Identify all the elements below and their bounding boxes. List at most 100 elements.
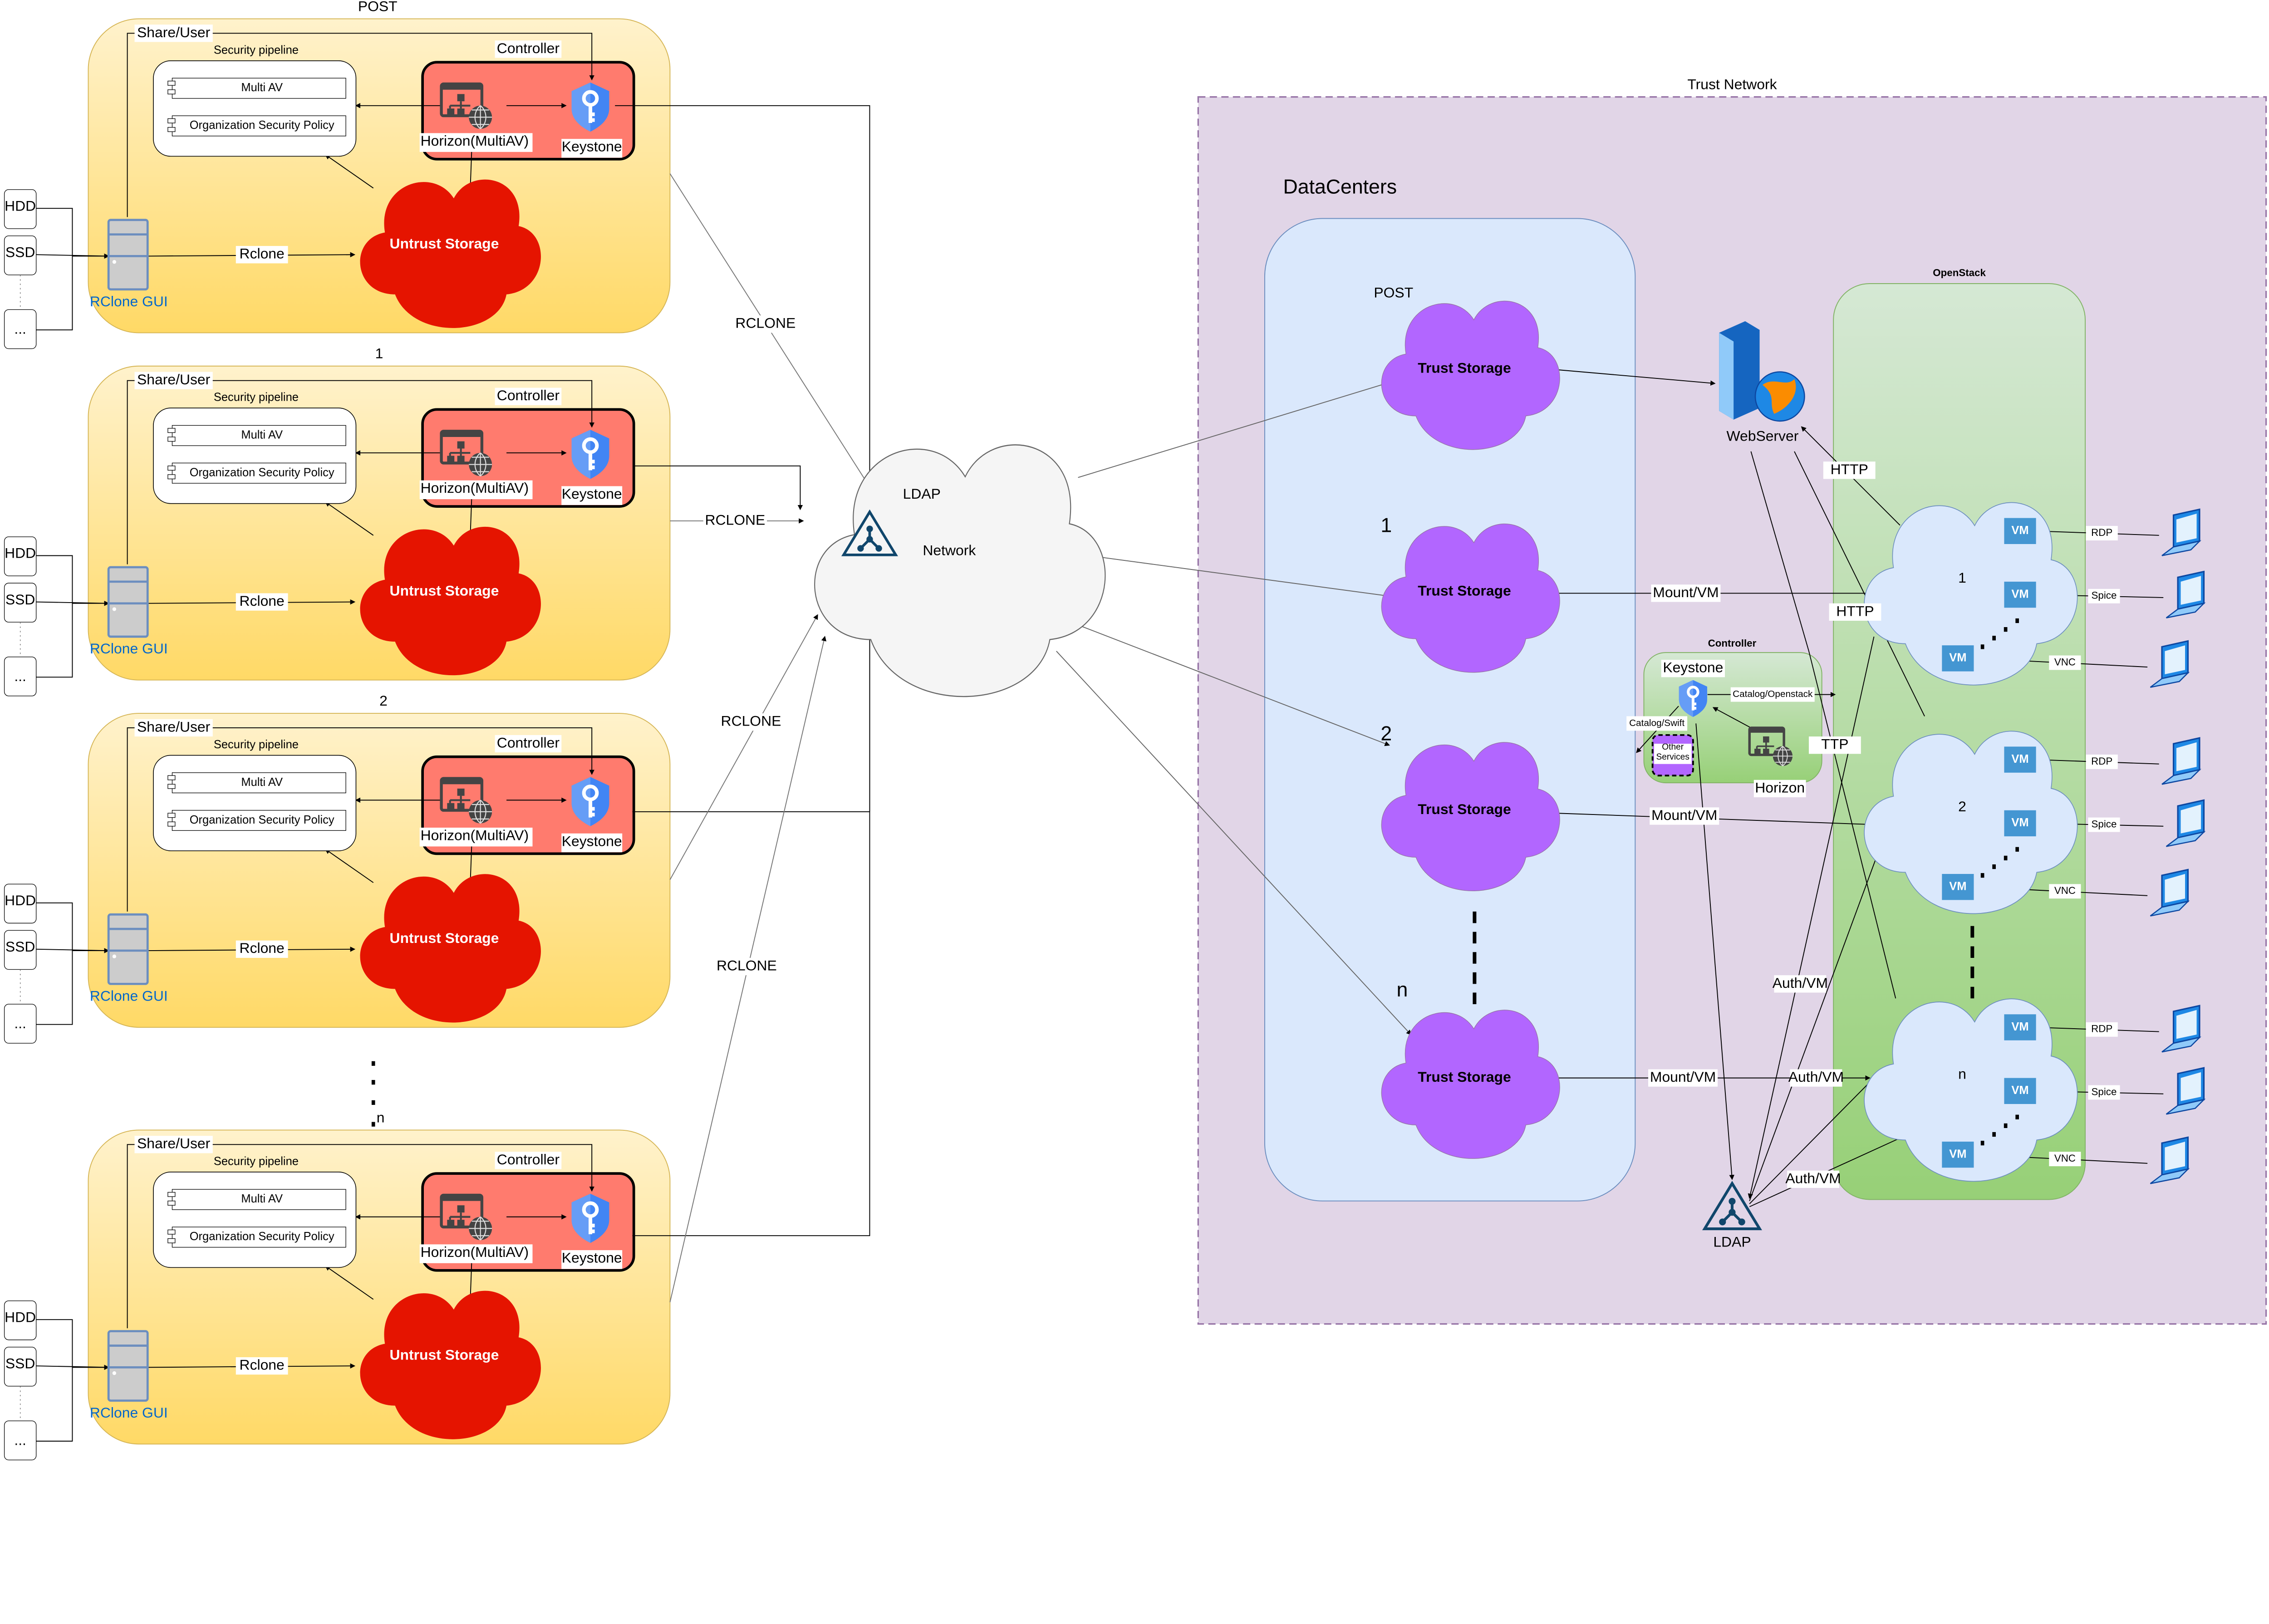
- label-bg: [2088, 1085, 2120, 1100]
- window-bar: [441, 83, 482, 90]
- disk-hdd[interactable]: [4, 1300, 37, 1340]
- keystone-icon: [571, 82, 609, 132]
- vm-box[interactable]: [2004, 518, 2036, 544]
- trust-storage-title: POST: [1374, 285, 1413, 301]
- storage-to-pipeline-edge: [324, 849, 374, 883]
- rclone-gui-server-icon[interactable]: [107, 219, 149, 291]
- vm-cloud: [1864, 731, 2078, 914]
- more-edge: [36, 603, 73, 678]
- vm-box[interactable]: [1942, 1141, 1974, 1168]
- label-bg: [1651, 584, 1721, 602]
- client-laptop-icon[interactable]: [2166, 570, 2206, 618]
- rclone-gui-server-icon[interactable]: [107, 913, 149, 985]
- org-policy-component: [172, 462, 346, 484]
- untrust-storage-label: Untrust Storage: [390, 1346, 499, 1363]
- label-bg: [419, 133, 533, 152]
- client-laptop-icon[interactable]: [2150, 640, 2190, 688]
- client-laptop-icon[interactable]: [2161, 1005, 2201, 1053]
- vm-box[interactable]: [2004, 1078, 2036, 1104]
- rclone-gui-server-icon[interactable]: [107, 1330, 149, 1402]
- label-bg: [733, 315, 798, 333]
- protocol-label: VNC: [2054, 1153, 2076, 1164]
- key-shaft: [589, 451, 595, 471]
- storage-to-pipeline-edge: [324, 1266, 374, 1300]
- multi-av-component-label: Multi AV: [241, 81, 283, 94]
- label-bg: [1661, 660, 1725, 677]
- trust-storage-label: Trust Storage: [1418, 583, 1511, 599]
- disk-more[interactable]: [4, 657, 37, 697]
- ssd-edge: [36, 948, 109, 951]
- rclone-gui-label: RClone GUI: [90, 987, 168, 1004]
- label-bg: [495, 735, 562, 753]
- client-laptop-icon[interactable]: [2166, 1067, 2206, 1115]
- edge-label-auth3: Auth/VM: [1785, 1170, 1841, 1186]
- cluster-title: POST: [358, 0, 398, 14]
- vm-box[interactable]: [2004, 1014, 2036, 1040]
- untrust-storage-cloud: [360, 1290, 541, 1439]
- screen-glass: [2181, 1072, 2201, 1101]
- client-laptop-icon[interactable]: [2150, 868, 2190, 917]
- disk-hdd[interactable]: [4, 536, 37, 576]
- vm-box[interactable]: [2004, 746, 2036, 773]
- disk-more[interactable]: [4, 1420, 37, 1461]
- label-bg: [2049, 655, 2081, 670]
- key-shaft: [589, 799, 595, 818]
- tree-node: [866, 525, 873, 532]
- untrust-storage-cloud: [360, 526, 541, 676]
- server-bays: [108, 927, 148, 952]
- component-tab: [167, 474, 176, 480]
- horizon-to-keystone-edge: [1712, 707, 1751, 728]
- disk-hdd[interactable]: [4, 189, 37, 229]
- label-bg: [1753, 780, 1806, 798]
- disk-label: SSD: [5, 1355, 35, 1371]
- vm-box[interactable]: [2004, 810, 2036, 837]
- disk-more[interactable]: [4, 1004, 37, 1044]
- trust-storage-title: n: [1397, 979, 1408, 1001]
- vm-box[interactable]: [1942, 645, 1974, 672]
- vm-label: VM: [1949, 1148, 1966, 1160]
- ssd-edge: [36, 254, 109, 257]
- disk-label: ...: [14, 1015, 26, 1031]
- share-user-label: Share/User: [137, 371, 211, 388]
- sitemap-lines: [449, 448, 471, 456]
- share-user-label: Share/User: [137, 718, 211, 735]
- disk-ssd[interactable]: [4, 930, 37, 970]
- keyboard: [2166, 602, 2206, 618]
- label-bg: [236, 246, 288, 264]
- sitemap-lines: [449, 1212, 471, 1220]
- vm-cloud-title: 2: [1958, 798, 1966, 814]
- client-laptop-icon[interactable]: [2166, 799, 2206, 847]
- vm-box[interactable]: [2004, 581, 2036, 608]
- client-laptop-icon[interactable]: [2161, 737, 2201, 785]
- window-bar: [441, 1195, 482, 1201]
- webserver-icon[interactable]: [1719, 321, 1805, 422]
- vm-box[interactable]: [1942, 874, 1974, 900]
- rclone-gui-server-icon[interactable]: [107, 566, 149, 638]
- network-ldap-icon: [841, 509, 898, 556]
- trust-storage-label: Trust Storage: [1418, 801, 1511, 817]
- security-pipeline-title: Security pipeline: [214, 391, 299, 404]
- security-pipeline-box: [153, 60, 357, 157]
- tree-node: [1729, 1209, 1736, 1216]
- security-pipeline-title: Security pipeline: [214, 44, 299, 56]
- untrust-storage-label: Untrust Storage: [390, 930, 499, 946]
- disk-more[interactable]: [4, 309, 37, 349]
- screen-glass: [2165, 645, 2186, 674]
- catalog-openstack-label: Catalog/Openstack: [1733, 689, 1813, 699]
- label-bg: [1626, 716, 1688, 731]
- mount-vm-label: Mount/VM: [1651, 807, 1717, 823]
- keyboard: [2150, 900, 2190, 917]
- controller-title: Controller: [497, 734, 560, 751]
- disk-hdd[interactable]: [4, 883, 37, 924]
- vm-cloud: [1864, 502, 2078, 686]
- client-laptop-icon[interactable]: [2161, 508, 2201, 556]
- keystone-n-to-network: [632, 560, 873, 1236]
- sitemap-node: [457, 788, 465, 796]
- rclone-label: Rclone: [240, 245, 285, 262]
- keystone-label: Keystone: [562, 486, 622, 502]
- vm-ellipsis: [2015, 618, 2019, 623]
- client-laptop-icon[interactable]: [2150, 1136, 2190, 1184]
- label-bg: [715, 957, 779, 976]
- network-cloud: [814, 444, 1106, 697]
- protocol-label: VNC: [2054, 656, 2076, 667]
